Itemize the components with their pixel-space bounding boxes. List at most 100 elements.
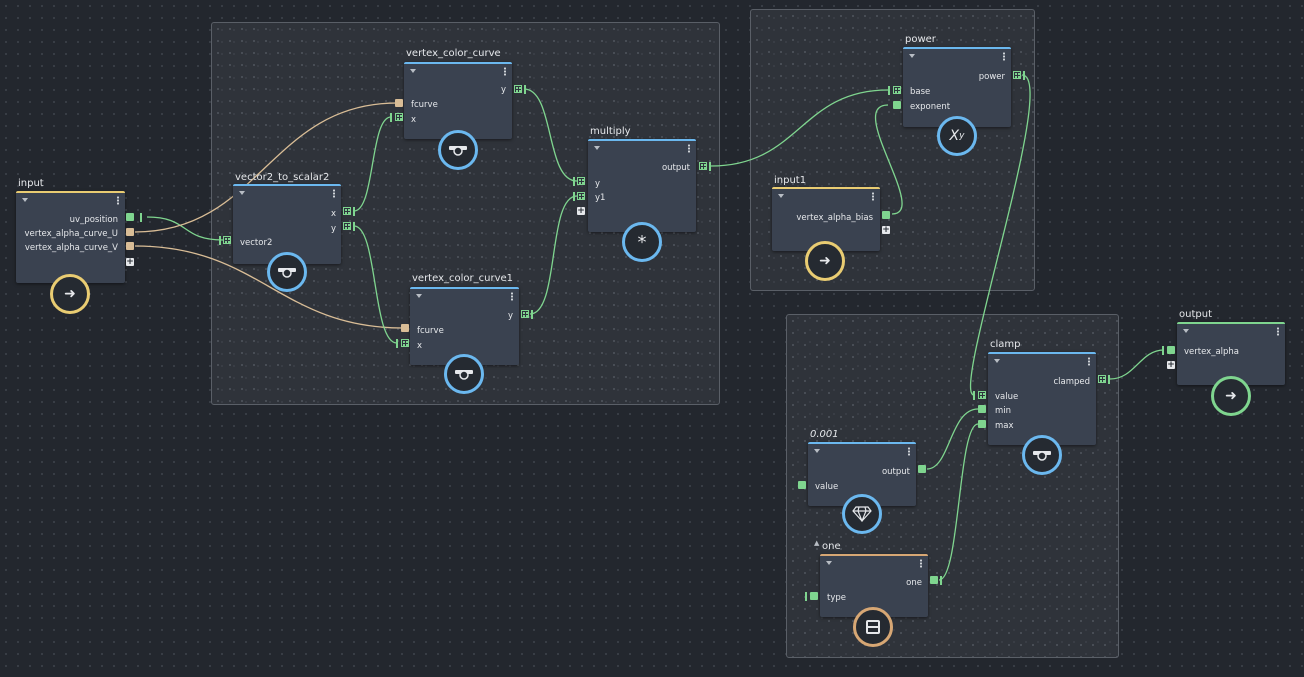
collapse-triangle-icon[interactable]: [22, 198, 28, 202]
input-label-x: x: [417, 341, 423, 351]
node-icon: [267, 252, 307, 292]
port-min[interactable]: [978, 405, 986, 413]
port-x-in-bar: [396, 339, 398, 348]
input-label-value: value: [815, 482, 839, 492]
output-label-uv_position: uv_position: [69, 215, 118, 225]
node-menu-icon[interactable]: [117, 196, 119, 205]
add-port-icon[interactable]: +: [1167, 360, 1175, 370]
port-type[interactable]: [810, 592, 818, 600]
port-output-bar: [709, 162, 711, 171]
collapse-triangle-icon[interactable]: [416, 294, 422, 298]
node-vertex-color-curve[interactable]: y fcurve x: [404, 62, 512, 139]
node-icon: [438, 130, 478, 170]
port-power[interactable]: [1013, 71, 1021, 79]
collapse-triangle-icon[interactable]: [594, 146, 600, 150]
port-uv-position-bar: [140, 213, 142, 222]
node-title-multiply: multiply: [590, 126, 631, 137]
input-arrow-icon: ➜: [50, 274, 90, 314]
port-fcurve[interactable]: [395, 99, 403, 107]
collapse-triangle-icon[interactable]: [909, 54, 915, 58]
collapse-caret-icon[interactable]: ▲: [814, 539, 820, 547]
port-max[interactable]: [978, 420, 986, 428]
node-input[interactable]: uv_position vertex_alpha_curve_U vertex_…: [16, 191, 125, 283]
port-y-out-bar: [531, 310, 533, 319]
output-label-curve-u: vertex_alpha_curve_U: [24, 229, 118, 239]
node-title-power: power: [905, 34, 936, 45]
port-x-in[interactable]: [395, 113, 403, 121]
collapse-triangle-icon[interactable]: [778, 194, 784, 198]
port-base-bar: [888, 86, 890, 95]
node-const[interactable]: output value: [808, 442, 916, 506]
output-label-clamped: clamped: [1053, 377, 1090, 387]
port-base[interactable]: [893, 86, 901, 94]
port-one[interactable]: [930, 576, 938, 584]
port-y-out[interactable]: [514, 85, 522, 93]
node-title-clamp: clamp: [990, 339, 1021, 350]
port-x[interactable]: [343, 207, 351, 215]
output-label-y: y: [330, 224, 336, 234]
port-y1[interactable]: [577, 192, 585, 200]
port-exponent[interactable]: [893, 101, 901, 109]
port-output[interactable]: [699, 162, 707, 170]
output-label-power: power: [978, 72, 1005, 82]
node-output[interactable]: vertex_alpha: [1177, 322, 1285, 385]
port-vertex-alpha-bias[interactable]: [882, 211, 890, 219]
node-clamp[interactable]: clamped value min max: [988, 352, 1096, 445]
collapse-triangle-icon[interactable]: [826, 561, 832, 565]
port-value-in[interactable]: [798, 481, 806, 489]
collapse-triangle-icon[interactable]: [239, 191, 245, 195]
output-label-output: output: [881, 467, 910, 477]
power-symbol: X: [949, 128, 960, 144]
add-port-icon[interactable]: +: [577, 206, 585, 216]
port-power-bar: [1023, 71, 1025, 80]
node-vertex-color-curve1[interactable]: y fcurve x: [410, 287, 519, 365]
port-vector2-bar: [219, 236, 221, 245]
port-value[interactable]: [978, 391, 986, 399]
node-vector2-to-scalar2[interactable]: vector2 x y: [233, 184, 341, 264]
output-label-y: y: [500, 85, 506, 95]
collapse-triangle-icon[interactable]: [410, 69, 416, 73]
node-input1[interactable]: vertex_alpha_bias: [772, 187, 880, 251]
node-menu-icon[interactable]: [504, 67, 506, 76]
port-clamped[interactable]: [1098, 375, 1106, 383]
port-x-in[interactable]: [401, 339, 409, 347]
multiply-icon: *: [622, 222, 662, 262]
node-power[interactable]: power base exponent: [903, 47, 1011, 127]
collapse-triangle-icon[interactable]: [994, 359, 1000, 363]
sampler-icon: [278, 268, 296, 278]
input-label-vector2: vector2: [240, 238, 273, 248]
port-y[interactable]: [577, 177, 585, 185]
port-vertex-alpha[interactable]: [1167, 346, 1175, 354]
port-x-bar: [353, 207, 355, 216]
collapse-triangle-icon[interactable]: [1183, 329, 1189, 333]
add-port-icon[interactable]: +: [882, 225, 890, 235]
node-menu-icon[interactable]: [333, 189, 335, 198]
port-type-bar: [805, 592, 807, 601]
node-menu-icon[interactable]: [511, 292, 513, 301]
node-title-vector2-to-scalar2: vector2_to_scalar2: [235, 172, 330, 183]
port-curve-v[interactable]: [126, 242, 134, 250]
node-menu-icon[interactable]: [1088, 357, 1090, 366]
port-y[interactable]: [343, 222, 351, 230]
node-title-vertex-color-curve: vertex_color_curve: [406, 48, 501, 59]
port-output[interactable]: [918, 465, 926, 473]
port-vector2[interactable]: [223, 236, 231, 244]
add-port-icon[interactable]: +: [126, 257, 134, 267]
node-menu-icon[interactable]: [688, 144, 690, 153]
port-y-out[interactable]: [521, 310, 529, 318]
port-curve-u[interactable]: [126, 228, 134, 236]
input-label-fcurve: fcurve: [411, 100, 438, 110]
output-label-curve-v: vertex_alpha_curve_V: [24, 243, 118, 253]
port-fcurve[interactable]: [401, 324, 409, 332]
node-multiply[interactable]: output y y1: [588, 139, 696, 232]
collapse-triangle-icon[interactable]: [814, 449, 820, 453]
node-menu-icon[interactable]: [908, 447, 910, 456]
port-uv-position[interactable]: [126, 213, 134, 221]
database-icon: [853, 607, 893, 647]
output-label-one: one: [906, 578, 922, 588]
node-menu-icon[interactable]: [920, 559, 922, 568]
node-one[interactable]: one type: [820, 554, 928, 617]
node-menu-icon[interactable]: [872, 192, 874, 201]
node-menu-icon[interactable]: [1003, 52, 1005, 61]
node-menu-icon[interactable]: [1277, 327, 1279, 336]
